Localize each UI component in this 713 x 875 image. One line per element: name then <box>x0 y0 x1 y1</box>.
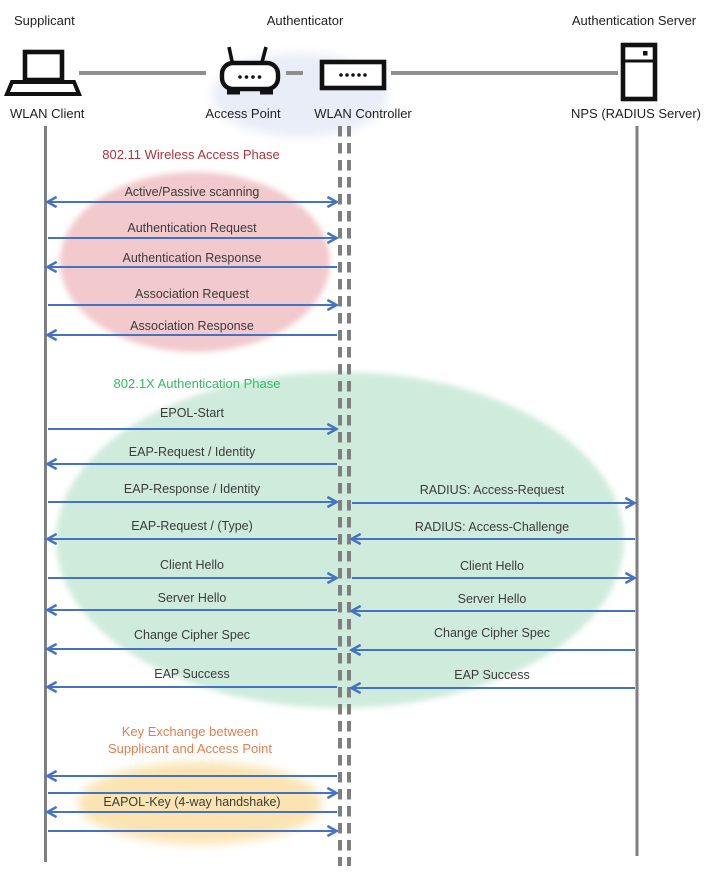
message-label: EAP-Response / Identity <box>123 482 261 496</box>
message-label: Server Hello <box>457 592 527 606</box>
phase1-ellipse <box>60 172 330 352</box>
role-label-authenticator: Authenticator <box>266 13 344 28</box>
message-label: Active/Passive scanning <box>124 185 260 199</box>
role-label-authentication-server: Authentication Server <box>571 13 697 28</box>
message-label: Association Request <box>135 287 249 301</box>
message-label: EAP-Request / (Type) <box>131 519 253 533</box>
message-label: RADIUS: Access-Request <box>419 483 565 497</box>
message-label: Change Cipher Spec <box>133 628 251 642</box>
phase2-title: 802.1X Authentication Phase <box>113 376 281 391</box>
actor-label-wlan-controller: WLAN Controller <box>314 106 412 121</box>
phase3-ellipse <box>78 762 322 844</box>
message-label: EAP Success <box>154 667 230 681</box>
actor-label-nps-radius-server: NPS (RADIUS Server) <box>570 106 702 121</box>
server-icon <box>620 42 658 102</box>
message-label: Server Hello <box>157 591 227 605</box>
actor-label-wlan-client: WLAN Client <box>10 106 85 121</box>
message-label: Authentication Request <box>127 221 257 235</box>
laptop-icon <box>4 49 82 96</box>
phase3-title-line2: Supplicant and Access Point <box>107 741 273 756</box>
message-label: EAP Success <box>454 668 530 682</box>
message-label: Client Hello <box>460 559 524 573</box>
phase3-title-line1: Key Exchange between <box>121 724 259 739</box>
message-label: EAP-Request / Identity <box>128 445 256 459</box>
message-label: EAPOL-Key (4-way handshake) <box>103 795 281 809</box>
role-label-supplicant: Supplicant <box>14 13 75 28</box>
message-label: Association Response <box>130 319 254 333</box>
actor-label-access-point: Access Point <box>205 106 281 121</box>
message-label: EPOL-Start <box>160 406 224 420</box>
access-point-icon <box>219 46 281 95</box>
message-label: RADIUS: Access-Challenge <box>414 520 570 534</box>
wlan-controller-icon <box>319 59 387 91</box>
phase1-title: 802.11 Wireless Access Phase <box>102 147 280 162</box>
message-label: Authentication Response <box>122 251 262 265</box>
message-label: Client Hello <box>160 558 224 572</box>
message-label: Change Cipher Spec <box>433 626 551 640</box>
